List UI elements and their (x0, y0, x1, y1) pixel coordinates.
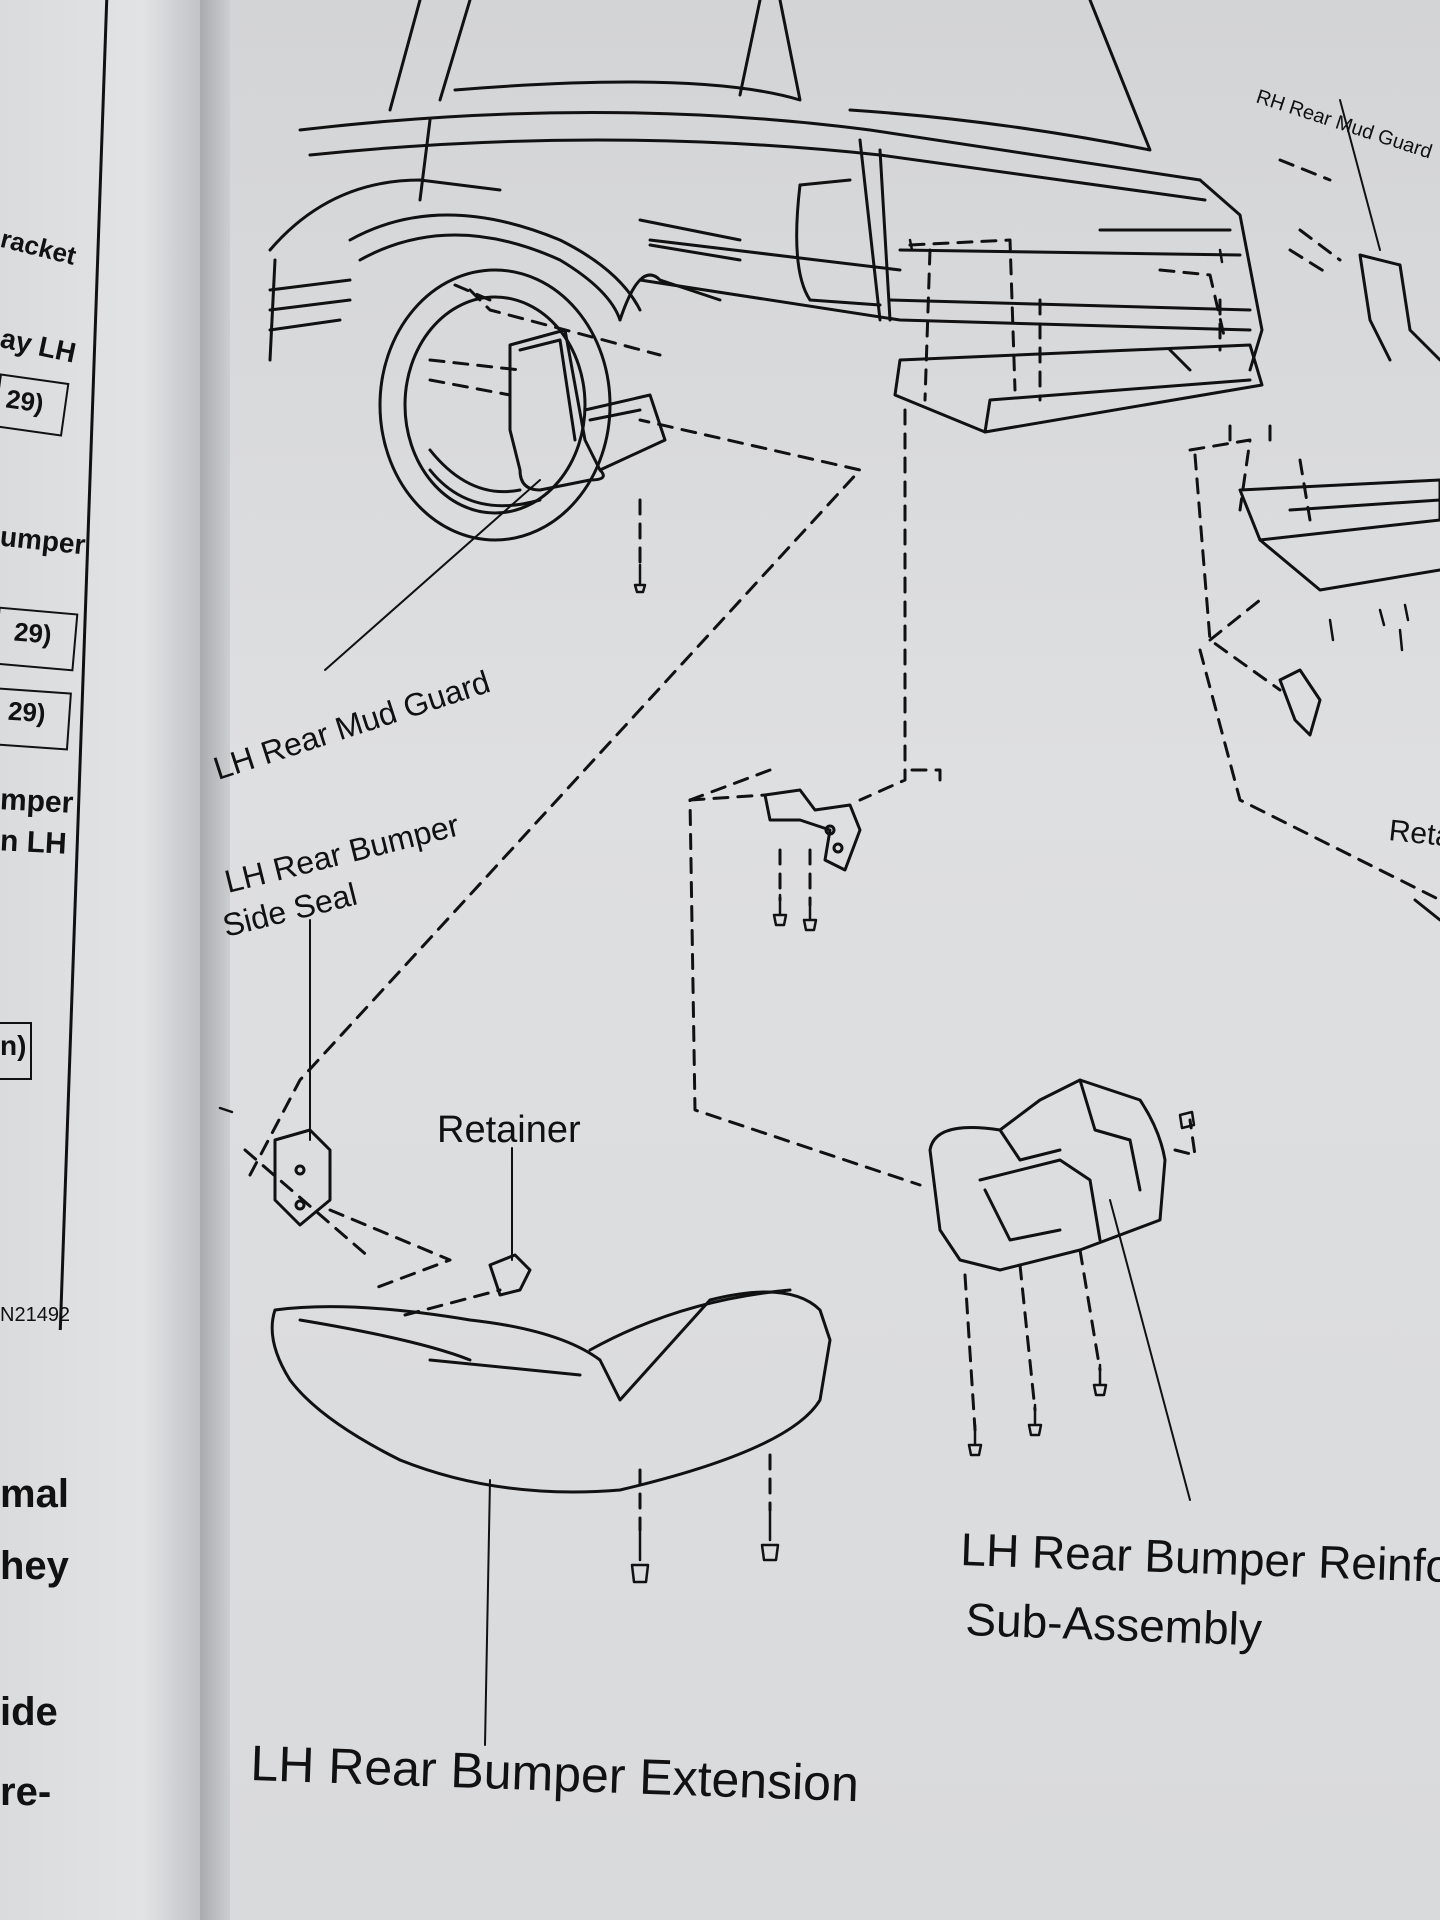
bumper-extension-part (270, 1288, 832, 1494)
bolts (218, 238, 1410, 1584)
left-text-fragment: n) (0, 1030, 27, 1061)
reinforcement-part (928, 1078, 1167, 1272)
side-seal-part (273, 1128, 332, 1227)
bumper-bracket-part (763, 788, 862, 872)
retainer-fragment-label: Reta (1387, 814, 1440, 853)
left-ref-box (0, 1022, 32, 1080)
left-text-fragment: ide (0, 1690, 58, 1734)
right-page (230, 0, 1440, 1920)
leader-lines (309, 99, 1381, 1746)
retainer-part (488, 1253, 532, 1297)
assembly-dashed-lines (243, 158, 1440, 1532)
left-text-fragment: re- (0, 1770, 52, 1814)
sub-assembly-label: Sub-Assembly (965, 1593, 1263, 1655)
left-text-fragment: hey (0, 1544, 69, 1588)
reinforcement-label: LH Rear Bumper Reinfo (960, 1523, 1440, 1592)
bumper-extension-label: LH Rear Bumper Extension (250, 1735, 860, 1812)
vehicle-rear-outline (268, 0, 1264, 542)
figure-id: N21492 (0, 1304, 71, 1326)
rh-bracket-part (1238, 253, 1440, 922)
left-text-fragment: mal (0, 1472, 69, 1516)
rh-rear-mud-guard-label: RH Rear Mud Guard (1253, 86, 1434, 164)
lh-rear-mud-guard-label: LH Rear Mud Guard (209, 663, 494, 786)
retainer-label: Retainer (437, 1109, 581, 1151)
lh-mud-guard-part (508, 328, 667, 492)
left-page: racket ay LH 29) umper 29) 29) mper n LH… (0, 0, 205, 1920)
